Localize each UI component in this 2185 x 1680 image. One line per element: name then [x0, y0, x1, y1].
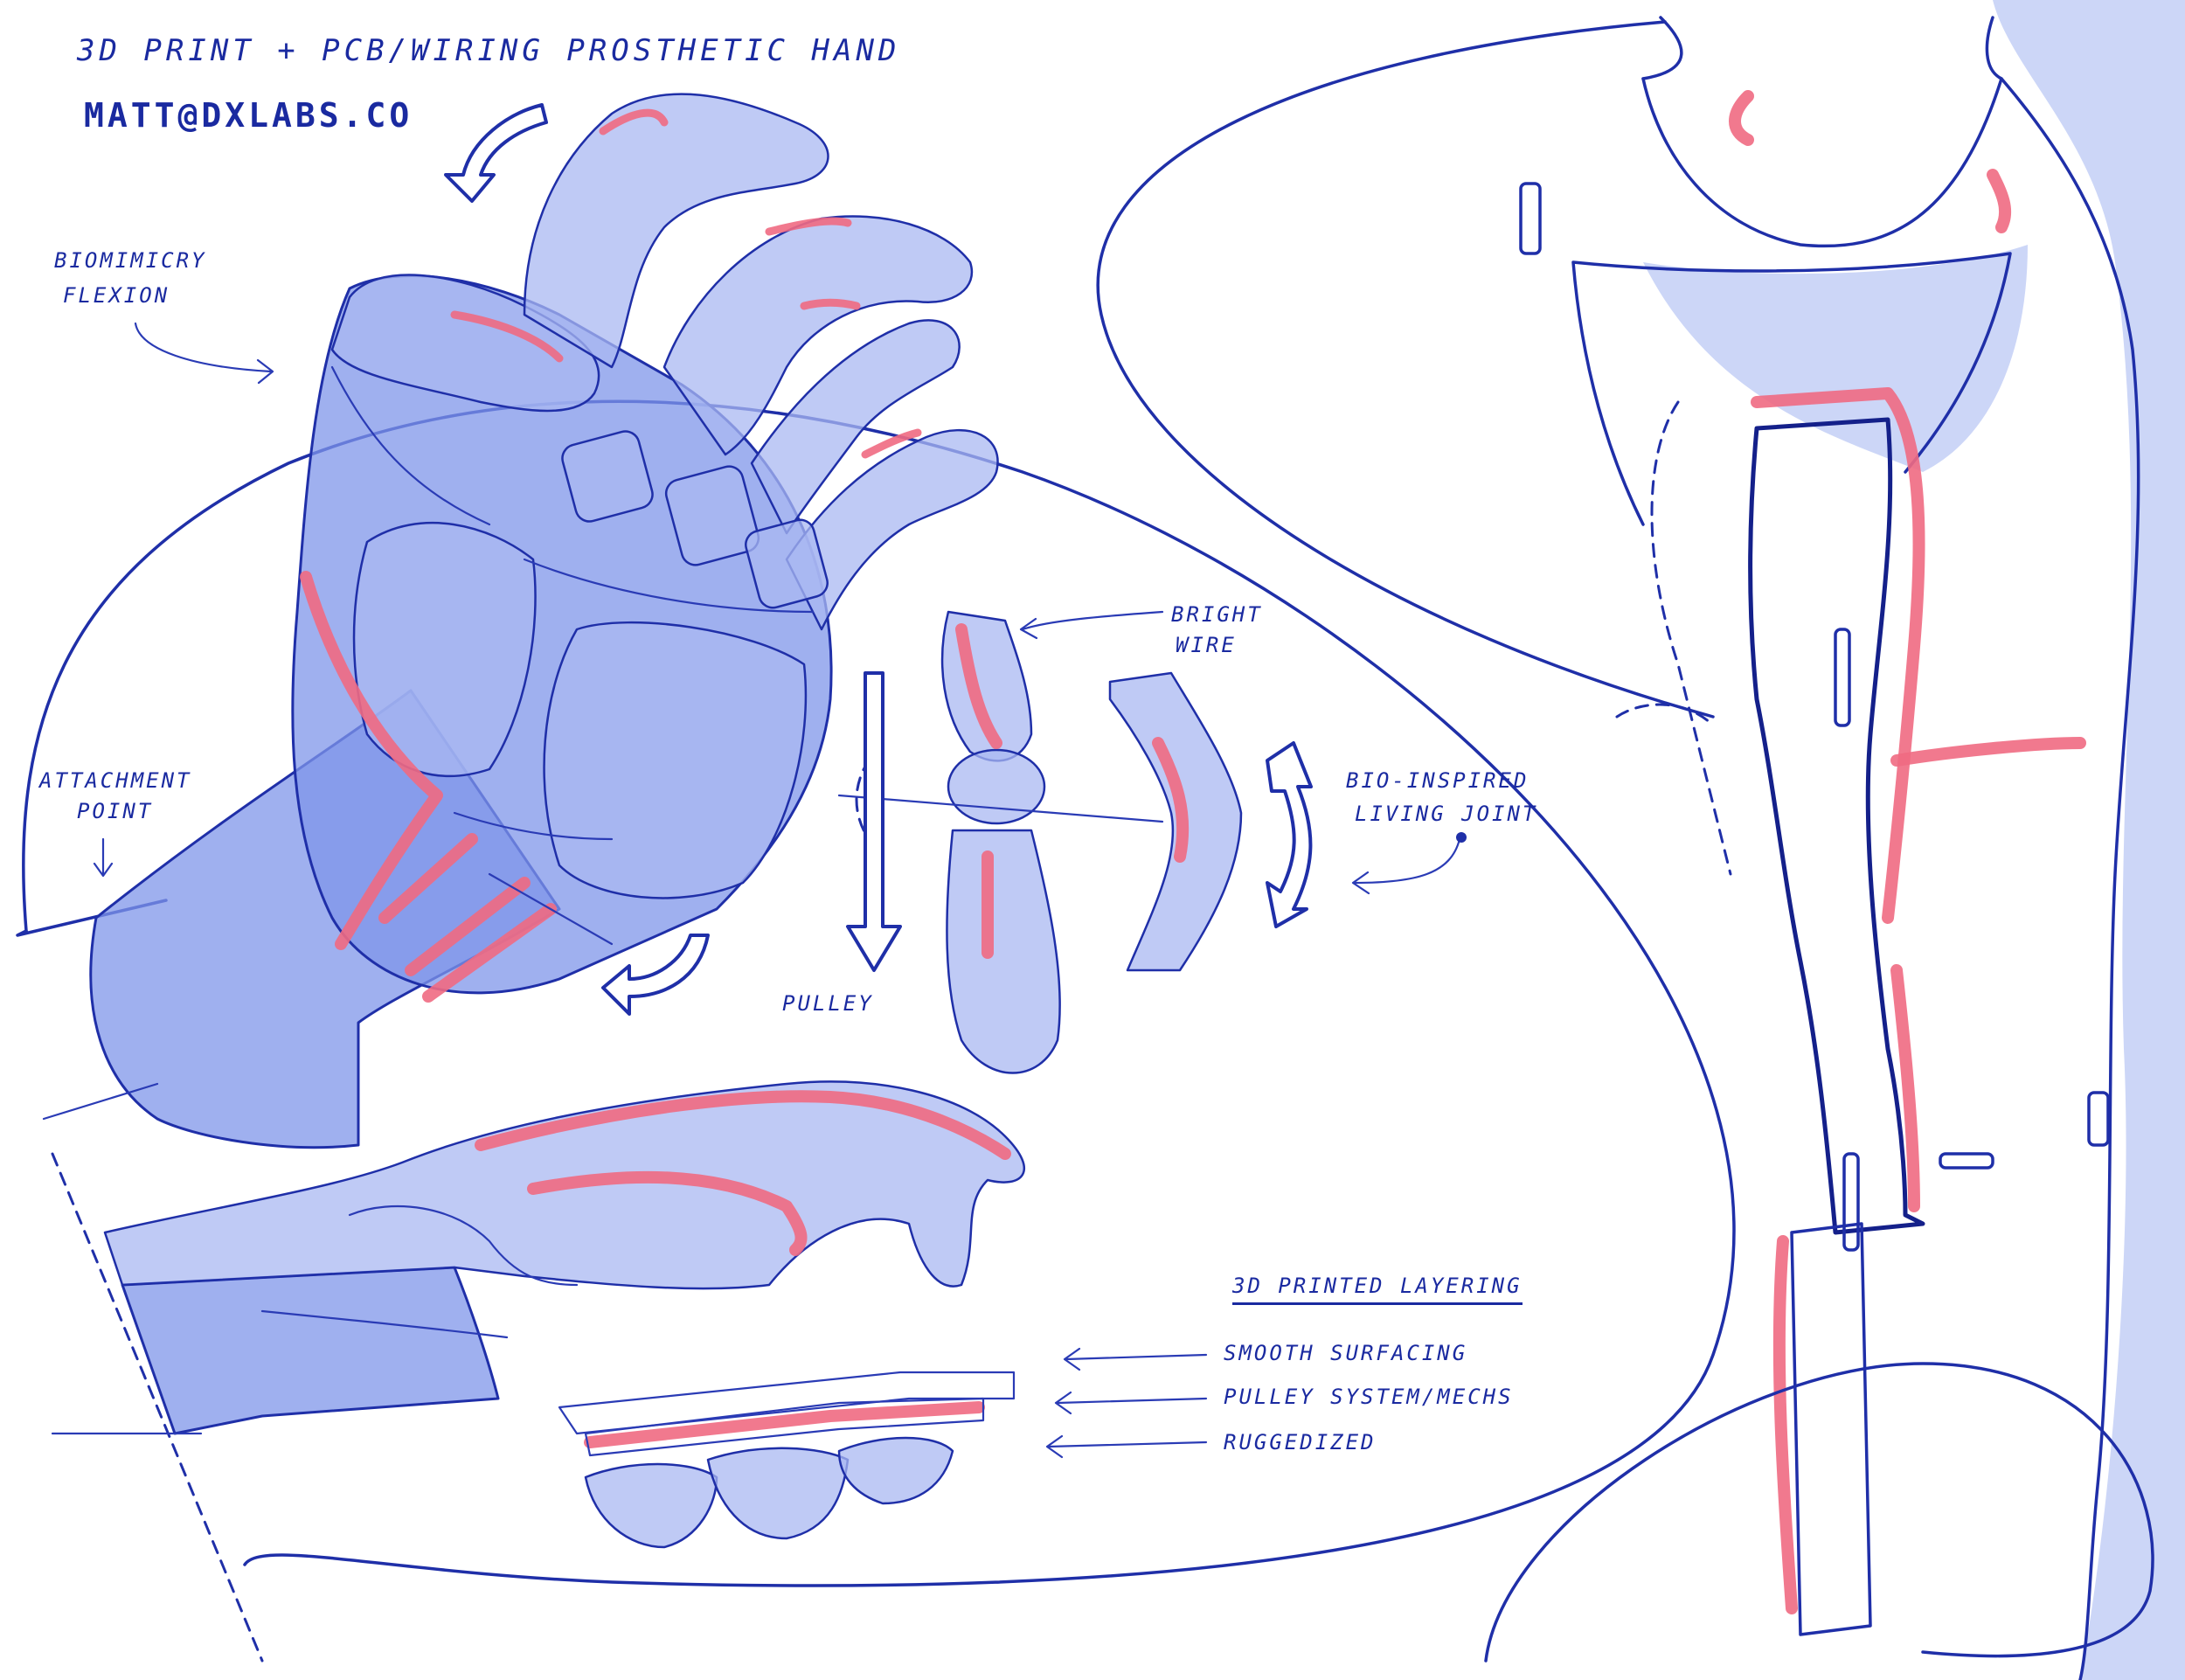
- bright-wire: [955, 623, 1002, 749]
- sketch-line: [488, 872, 614, 946]
- joint-knuckle: [947, 748, 1046, 825]
- socket-shape: [1571, 252, 2012, 526]
- leader-arrow: [1019, 610, 1164, 640]
- leg-outline: [1641, 77, 2003, 248]
- label-attachment: ATTACHMENT: [39, 768, 192, 793]
- knee-wire: [1729, 90, 1754, 146]
- layer-pulley-system: [584, 1401, 985, 1448]
- label-bright: BRIGHT: [1171, 602, 1263, 627]
- hand-palm-view: [89, 93, 999, 1149]
- leader-arrow: [1045, 1434, 1208, 1459]
- layer-ruggedized-3: [837, 1436, 954, 1505]
- pylon-wire: [1890, 737, 2086, 767]
- label-living-joint: LIVING JOINT: [1355, 802, 1538, 826]
- leader-arrow: [1063, 1347, 1208, 1371]
- curved-arrow-icon: [444, 103, 548, 203]
- bracket-mark: [1939, 1152, 1994, 1170]
- palm-pad: [543, 621, 808, 899]
- bent-finger-shape: [1108, 671, 1243, 972]
- layering-stack: [558, 1347, 1208, 1549]
- pylon-wire: [1751, 387, 1925, 924]
- label-biomimicry: BIOMIMICRY: [54, 248, 207, 273]
- tendon-wire: [765, 217, 852, 236]
- side-tendon-wire: [475, 1090, 1011, 1160]
- page-title: 3D PRINT + PCB/WIRING PROSTHETIC HAND: [77, 33, 901, 68]
- little-finger-shape: [785, 428, 999, 631]
- pointer-dot: [1456, 832, 1467, 843]
- label-layering-title: 3D PRINTED LAYERING: [1232, 1274, 1523, 1306]
- bent-joint-detail: [1108, 671, 1467, 972]
- middle-finger-shape: [662, 215, 974, 456]
- background-contour-right: [1096, 20, 1715, 719]
- socket-dashed: [1650, 400, 1732, 876]
- bracket-mark: [1842, 1152, 1860, 1252]
- sketch-line: [348, 1204, 579, 1287]
- tendon-wire: [800, 298, 861, 310]
- layer-ruggedized-2: [706, 1447, 850, 1540]
- palm-pad-left: [352, 521, 537, 777]
- connector-line: [42, 1082, 159, 1121]
- knuckle-plate: [745, 518, 829, 609]
- foot-shape: [1790, 1222, 1872, 1636]
- bright-wire: [1152, 737, 1190, 863]
- bracket-mark: [2087, 1091, 2110, 1147]
- double-arrow-icon: [1266, 741, 1313, 928]
- background-contour: [22, 399, 1736, 1587]
- label-flexion: FLEXION: [63, 283, 170, 308]
- layer-ruggedized-1: [584, 1462, 718, 1549]
- leg-outline: [1641, 16, 1683, 80]
- bracket-mark: [1519, 182, 1542, 255]
- author-email: MATT@DXLABS.CO: [84, 96, 413, 135]
- finger-segment-lower: [946, 829, 1061, 1074]
- thumb-shape: [330, 274, 600, 413]
- socket-dashed: [1615, 703, 1715, 727]
- side-forearm: [121, 1266, 500, 1435]
- layer-smooth-surfacing: [558, 1371, 1016, 1435]
- pylon-wire: [1772, 1235, 1798, 1614]
- curved-arrow-icon: [601, 934, 710, 1016]
- label-layer-smooth: SMOOTH SURFACING: [1224, 1341, 1468, 1365]
- section-dashed-line: [51, 1152, 264, 1663]
- leader-arrow: [1351, 837, 1461, 895]
- leg-outline: [1985, 16, 2140, 1680]
- knee-wire: [1987, 169, 2012, 233]
- side-tendon-wire: [527, 1170, 808, 1256]
- sketch-line: [260, 1309, 509, 1339]
- label-layer-ruggedized: RUGGEDIZED: [1224, 1430, 1377, 1454]
- tendon-wire: [300, 571, 443, 950]
- sketch-line: [330, 365, 491, 526]
- hand-side-view: [103, 1080, 1025, 1435]
- index-finger-shape: [523, 93, 829, 369]
- tendon-wire: [378, 833, 478, 924]
- finger-joint-detail: [837, 610, 1164, 1074]
- foot-contour: [1484, 1362, 2154, 1663]
- label-wire: WIRE: [1176, 633, 1237, 657]
- layer-pulley-outline: [584, 1397, 985, 1457]
- label-pulley: PULLEY: [782, 991, 874, 1016]
- label-layer-pulley: PULLEY SYSTEM/MECHS: [1224, 1385, 1514, 1409]
- tendon-wire: [405, 877, 531, 976]
- sketch-line: [523, 558, 815, 614]
- leader-arrow: [134, 322, 274, 385]
- pylon-shape: [1748, 417, 1925, 1235]
- pylon-wire: [1890, 964, 1920, 1212]
- label-bio-inspired: BIO-INSPIRED: [1346, 768, 1530, 793]
- bracket-mark: [1834, 628, 1851, 727]
- pulley-arrow-icon: [846, 671, 902, 972]
- tendon-wire: [861, 428, 922, 459]
- knuckle-plate: [561, 430, 654, 523]
- ring-finger-shape: [750, 319, 961, 535]
- tendon-wire: [450, 310, 564, 363]
- leader-arrow: [93, 837, 114, 878]
- pulley-axis: [837, 794, 1164, 823]
- sketch-line: [453, 811, 614, 841]
- knuckle-plate: [664, 465, 760, 566]
- torso-wash: [1643, 245, 2028, 472]
- tendon-wire: [422, 903, 557, 1003]
- tendon-wire: [599, 108, 669, 135]
- leg-prosthetic-view: [1484, 0, 2185, 1680]
- label-attachment-point: POINT: [77, 799, 154, 823]
- leader-arrow: [1054, 1391, 1208, 1415]
